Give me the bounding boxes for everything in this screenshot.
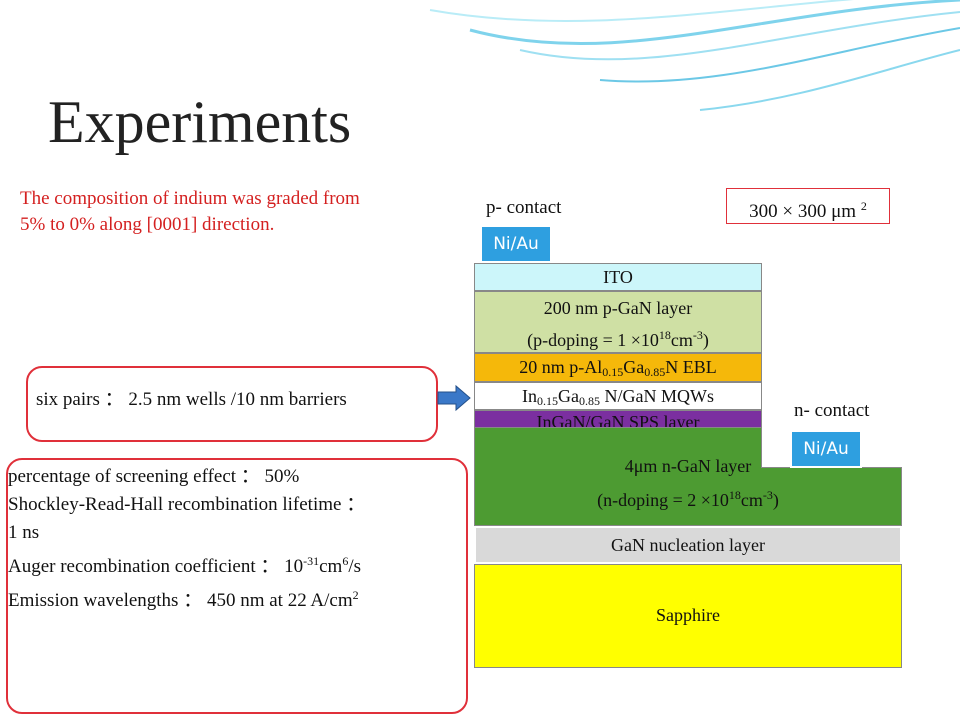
device-area-box: 300 × 300 μm 2 [726, 188, 890, 224]
ito-layer: ITO [474, 263, 762, 291]
sapphire-substrate: Sapphire [474, 564, 902, 668]
nucleation-layer: GaN nucleation layer [474, 526, 902, 564]
arrow-icon [437, 384, 471, 412]
wells-note: six pairs ： 2.5 nm wells /10 nm barriers [36, 389, 347, 410]
background-waves [429, 0, 960, 111]
emission-wavelength: Emission wavelengths ： 450 nm at 22 A/cm… [8, 588, 359, 611]
n-gan-mesa [474, 428, 762, 468]
parameters-box [6, 458, 468, 714]
srh-lifetime: Shockley-Read-Hall recombination lifetim… [8, 494, 366, 515]
page-title: Experiments [48, 89, 352, 155]
indium-composition-note: The composition of indium was graded fro… [20, 188, 360, 235]
n-contact-label: n- contact [794, 400, 870, 421]
auger-coefficient: Auger recombination coefficient ： 10-31c… [8, 554, 362, 577]
n-gan-layer-label: 4μm n-GaN layer (n-doping = 2 ×1018cm-3) [597, 456, 779, 510]
n-gan-base [474, 468, 902, 526]
ebl-layer: 20 nm p-Al0.15Ga0.85N EBL [474, 353, 762, 382]
p-contact-pad: Ni/Au [480, 225, 552, 263]
p-contact-label: p- contact [486, 197, 562, 218]
srh-lifetime-value: 1 ns [8, 522, 40, 543]
p-gan-layer: 200 nm p-GaN layer (p-doping = 1 ×1018cm… [474, 291, 762, 353]
sps-layer: InGaN/GaN SPS layer [474, 410, 762, 428]
wells-note-box [26, 366, 438, 442]
n-contact-pad: Ni/Au [790, 430, 862, 468]
simulation-parameters: percentage of screening effect ： 50% Sho… [8, 463, 463, 615]
screening-effect: percentage of screening effect ： 50% [8, 466, 300, 487]
mqw-layer: In0.15Ga0.85 N/GaN MQWs [474, 382, 762, 410]
